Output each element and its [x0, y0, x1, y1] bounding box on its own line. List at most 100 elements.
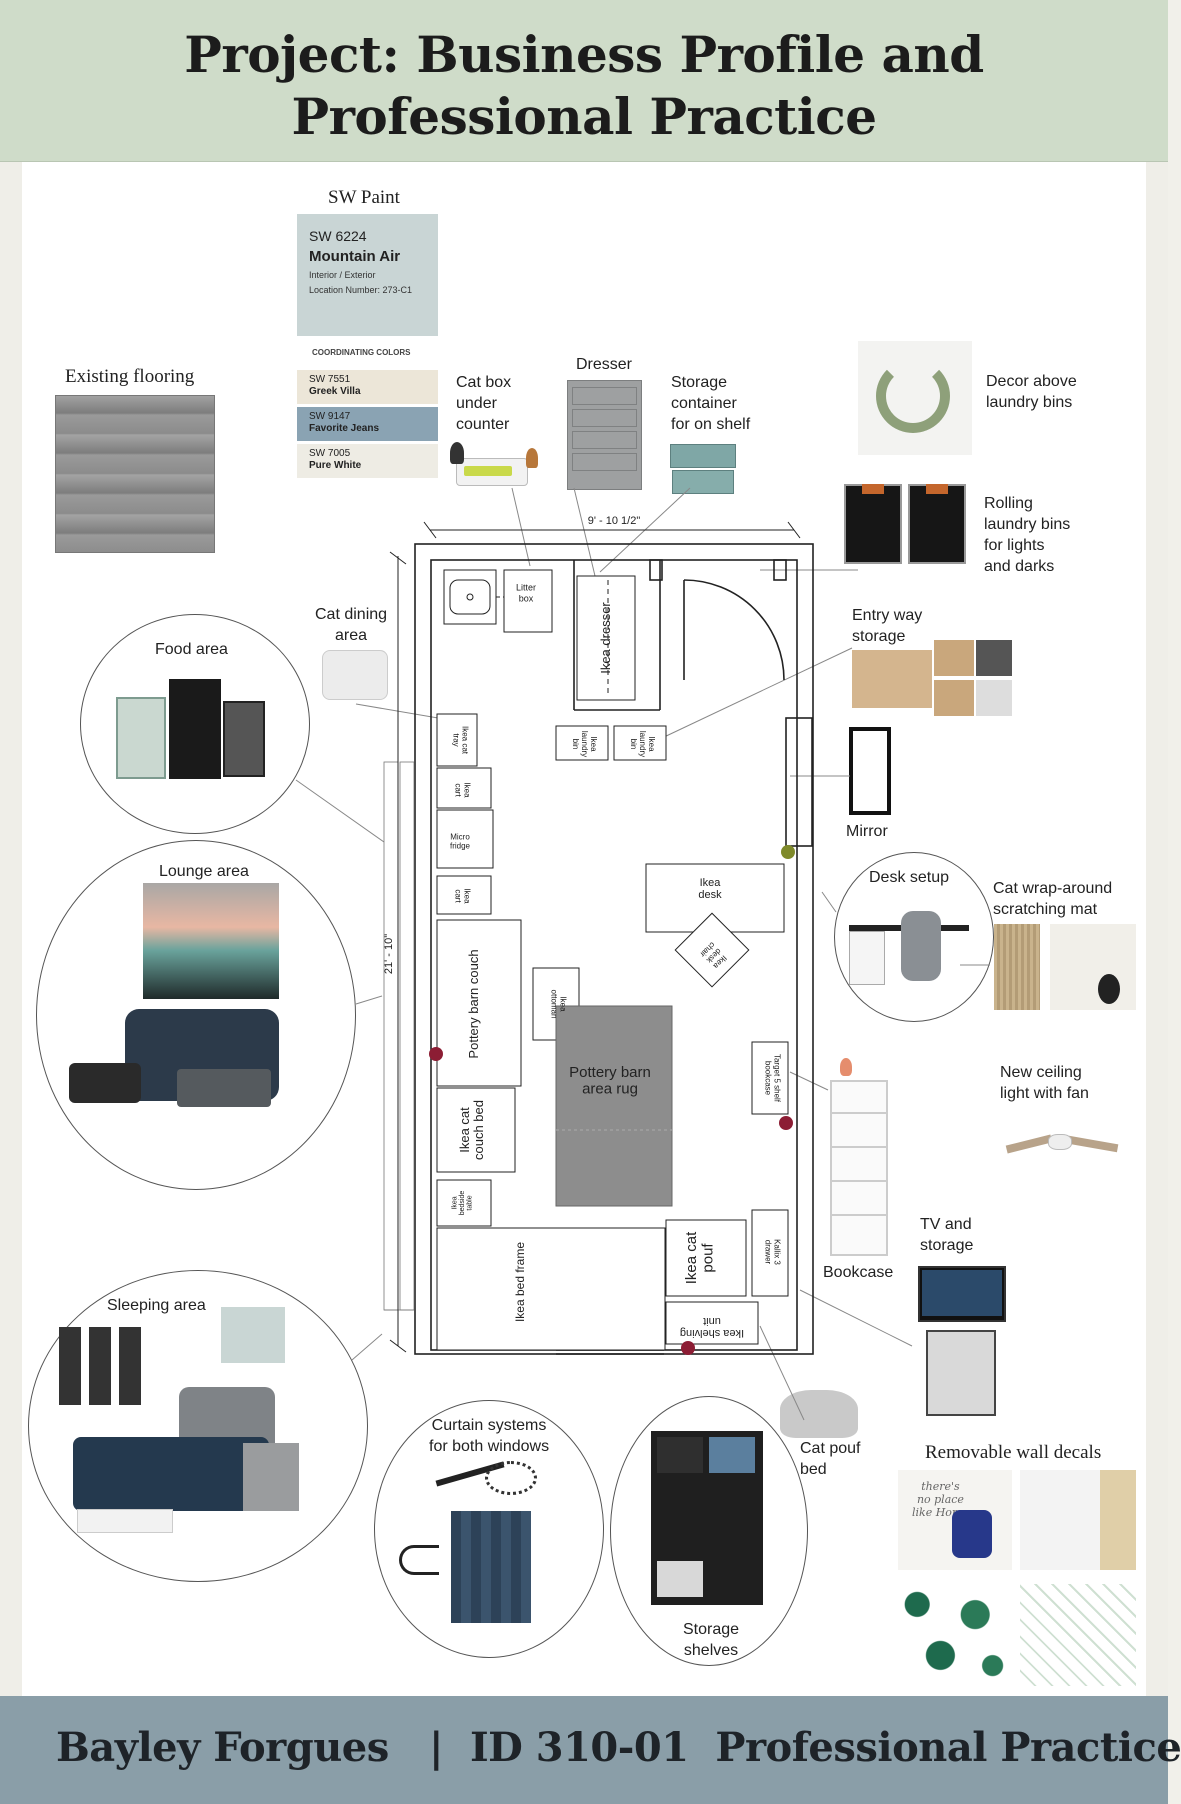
paint-heading: SW Paint: [328, 187, 400, 208]
paint-type: Interior / Exterior: [309, 270, 376, 280]
decor-label: Decor above laundry bins: [986, 373, 1077, 411]
cart-2-text: Ikeacart: [454, 888, 472, 904]
paint-code: SW 6224: [309, 228, 367, 244]
tv-storage-label: TV and storage: [920, 1216, 974, 1254]
decal-quote-image: there's no place like Home: [898, 1470, 1012, 1570]
dim-width-text: 9' - 10 1/2": [588, 515, 641, 527]
bedding-image: [73, 1437, 269, 1511]
rug-plan: [555, 1005, 673, 1207]
ikea-dresser-text: Ikea dresser: [598, 602, 613, 674]
target-shelf-plan: [751, 1041, 789, 1115]
swatch-name: Favorite Jeans: [309, 423, 380, 434]
ottoman-image: [177, 1069, 271, 1107]
dresser-plan: [576, 575, 636, 701]
rolling-laundry-bins-image: [842, 480, 970, 572]
outlet-marker: [681, 1341, 695, 1355]
sleeping-area-circle: Sleeping area: [28, 1270, 368, 1582]
cat-bed-image: [69, 1063, 141, 1103]
decal-monstera-image: [894, 1584, 1010, 1686]
flooring-sample-image: [55, 395, 215, 553]
scratch-mat-label: Cat wrap-around scratching mat: [993, 880, 1113, 918]
title-banner: Project: Business Profile and Profession…: [0, 0, 1168, 162]
swatch-favorite-jeans: SW 9147 Favorite Jeans: [297, 407, 438, 441]
wreath-decor-image: [858, 341, 972, 455]
dim-length-text: 21' - 10": [383, 934, 395, 974]
laundry-bin-1-text: Ikealaundrybin: [571, 731, 598, 757]
ceiling-light-label: New ceiling light with fan: [1000, 1064, 1089, 1102]
storage-shelves-label: Storage shelves: [683, 1621, 740, 1659]
desk-setup-label: Desk setup: [869, 869, 950, 886]
black-cart-image: [223, 701, 265, 777]
couch-text: Pottery barn couch: [466, 949, 481, 1058]
decal-quote-text: there's no place like Home: [912, 1480, 969, 1519]
mountain-tapestry-image: [143, 883, 279, 999]
footer-banner: Bayley Forgues | ID 310-01 Professional …: [0, 1696, 1181, 1804]
storage-container-label: Storage container for on shelf: [671, 374, 751, 433]
lounge-area-circle: Lounge area: [36, 840, 356, 1190]
curtain-label: Curtain systems for both windows: [429, 1417, 550, 1455]
desk-chair-plan: [674, 912, 750, 988]
bookcase-label: Bookcase: [823, 1264, 894, 1281]
cart-1-plan: [436, 767, 492, 809]
cart-1-text: Ikeacart: [454, 782, 472, 798]
cat-pouf-image: [780, 1390, 858, 1438]
ottoman-text: Ikeaottoman: [550, 990, 568, 1019]
coordinating-heading: COORDINATING COLORS: [312, 348, 411, 357]
laundry-bin-1-plan: [555, 725, 609, 761]
dresser-image: [567, 380, 642, 490]
cat-tray-plan: [436, 713, 478, 767]
scratch-mat-image: [994, 924, 1136, 1010]
mirror-label: Mirror: [846, 823, 888, 840]
target-shelf-text: Target 5 shelfbookcase: [764, 1054, 782, 1103]
light-marker: [781, 845, 795, 859]
title-line-1: Project: Business Profile and: [184, 25, 984, 84]
lounge-area-label: Lounge area: [159, 863, 249, 880]
photo-frames-image: [59, 1327, 149, 1405]
mirror-image: [849, 727, 891, 815]
cat-dining-tray-image: [322, 650, 388, 700]
curtain-panel-image: [451, 1511, 531, 1623]
flooring-label: Existing flooring: [65, 366, 195, 387]
paint-location: Location Number: 273-C1: [309, 285, 413, 295]
shelving-text: Ikea shelvingunit: [680, 1315, 744, 1339]
swatch-greek-villa: SW 7551 Greek Villa: [297, 370, 438, 404]
laundry-bin-2-text: Ikealaundrybin: [629, 731, 656, 757]
cart-image: [116, 697, 166, 779]
wall-decals-label: Removable wall decals: [925, 1442, 1102, 1463]
cat-litter-box-image: [450, 442, 540, 492]
entry-storage-label: Entry way storage: [852, 607, 923, 645]
cactus-art-image: [221, 1307, 285, 1363]
cart-2-plan: [436, 875, 492, 915]
outlet-marker: [429, 1047, 443, 1061]
desk-chair-image: [901, 911, 941, 981]
nightstand-image: [243, 1443, 299, 1511]
decal-leaves-image: [1020, 1584, 1136, 1686]
plan-outlines: [383, 761, 415, 1311]
bed-plan: [436, 1227, 666, 1351]
food-area-label: Food area: [155, 641, 228, 658]
paint-main-swatch: SW 6224 Mountain Air Interior / Exterior…: [297, 214, 438, 336]
couch-plan: [436, 919, 522, 1087]
storage-container-image: [670, 444, 736, 496]
sleeping-area-label: Sleeping area: [107, 1297, 206, 1314]
swatch-code: SW 7005: [309, 448, 351, 459]
entry-storage-image: [852, 640, 1014, 718]
swatch-code: SW 7551: [309, 374, 351, 385]
dresser-label: Dresser: [576, 356, 633, 373]
cat-tray-text: Ikea cattray: [452, 726, 470, 755]
bedside-table-text: Ikeabedsidetable: [451, 1191, 473, 1216]
footer-text: Bayley Forgues | ID 310-01 Professional …: [56, 1724, 1181, 1771]
salt-lamp-image: [840, 1058, 852, 1076]
shelving-plan: [665, 1301, 759, 1345]
page-title: Project: Business Profile and Profession…: [0, 24, 1168, 148]
dimension-lines: [389, 521, 801, 1353]
kallix-text: Kallix 3drawer: [764, 1239, 782, 1265]
underbed-bins-image: [77, 1509, 173, 1533]
drawer-unit-image: [849, 931, 885, 985]
title-line-2: Professional Practice: [291, 87, 877, 146]
micro-fridge-image: [169, 679, 221, 779]
cat-dining-label: Cat dining area: [315, 606, 388, 644]
